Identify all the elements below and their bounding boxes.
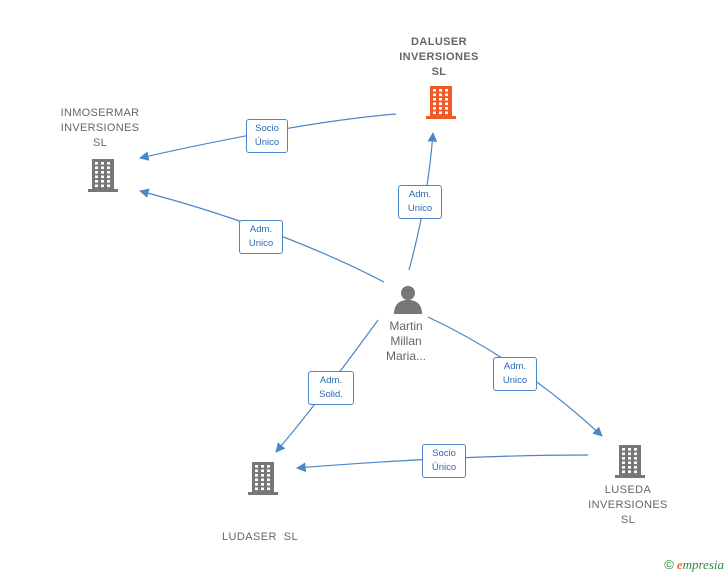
node-label-line: DALUSER: [411, 36, 467, 48]
node-label-line: INMOSERMAR: [60, 107, 140, 119]
person-icon[interactable]: [393, 284, 423, 314]
node-label-line: SL: [620, 514, 636, 526]
edge-label-line: Único: [254, 137, 280, 148]
building-icon[interactable]: [424, 84, 458, 120]
edge-label[interactable]: Adm. Unico: [239, 220, 283, 254]
node-label-line: INVERSIONES: [588, 499, 668, 511]
brand-name: mpresia: [682, 557, 724, 572]
building-icon[interactable]: [86, 157, 120, 193]
brand-logo: ©empresia: [664, 557, 724, 573]
edge-label-line: Adm.: [408, 189, 432, 200]
edge-label-line: Adm.: [249, 224, 273, 235]
edge-label-line: Solid.: [319, 389, 343, 400]
edge-label[interactable]: Adm. Solid.: [308, 371, 354, 405]
edge-label-line: Unico: [502, 375, 528, 386]
node-label-line: SL: [431, 66, 447, 78]
edge-label-line: Único: [431, 462, 457, 473]
edge-label-line: Socio: [432, 448, 456, 459]
edge-label-line: Socio: [255, 123, 279, 134]
node-label-line: SL: [92, 137, 108, 149]
node-label-line: INVERSIONES: [60, 122, 140, 134]
building-icon[interactable]: [613, 443, 647, 479]
edge-label[interactable]: Adm. Unico: [398, 185, 442, 219]
edge-label[interactable]: Socio Único: [246, 119, 288, 153]
building-icon[interactable]: [246, 460, 280, 496]
node-label-daluser[interactable]: DALUSER INVERSIONES SL: [379, 35, 499, 80]
edge-label-line: Unico: [248, 238, 274, 249]
node-label-luseda[interactable]: LUSEDA INVERSIONES SL: [568, 483, 688, 528]
edge-label-line: Adm.: [503, 361, 527, 372]
node-label-inmosermar[interactable]: INMOSERMAR INVERSIONES SL: [40, 106, 160, 151]
brand-initial: e: [676, 557, 683, 572]
edge-label-line: Unico: [407, 203, 433, 214]
node-label-line: Millan: [390, 334, 422, 348]
node-label-line: LUDASER SL: [222, 531, 298, 543]
edge-label-line: Adm.: [319, 375, 343, 386]
copyright-symbol: ©: [664, 557, 674, 572]
node-label-line: INVERSIONES: [399, 51, 479, 63]
node-label-ludaser[interactable]: LUDASER SL: [200, 500, 320, 560]
node-label-line: Martin: [389, 319, 423, 333]
edge-label[interactable]: Socio Único: [422, 444, 466, 478]
node-label-line: LUSEDA: [604, 484, 652, 496]
node-label-line: Maria...: [385, 349, 426, 363]
node-label-person[interactable]: Martin Millan Maria...: [368, 319, 444, 364]
edge-label[interactable]: Adm. Unico: [493, 357, 537, 391]
